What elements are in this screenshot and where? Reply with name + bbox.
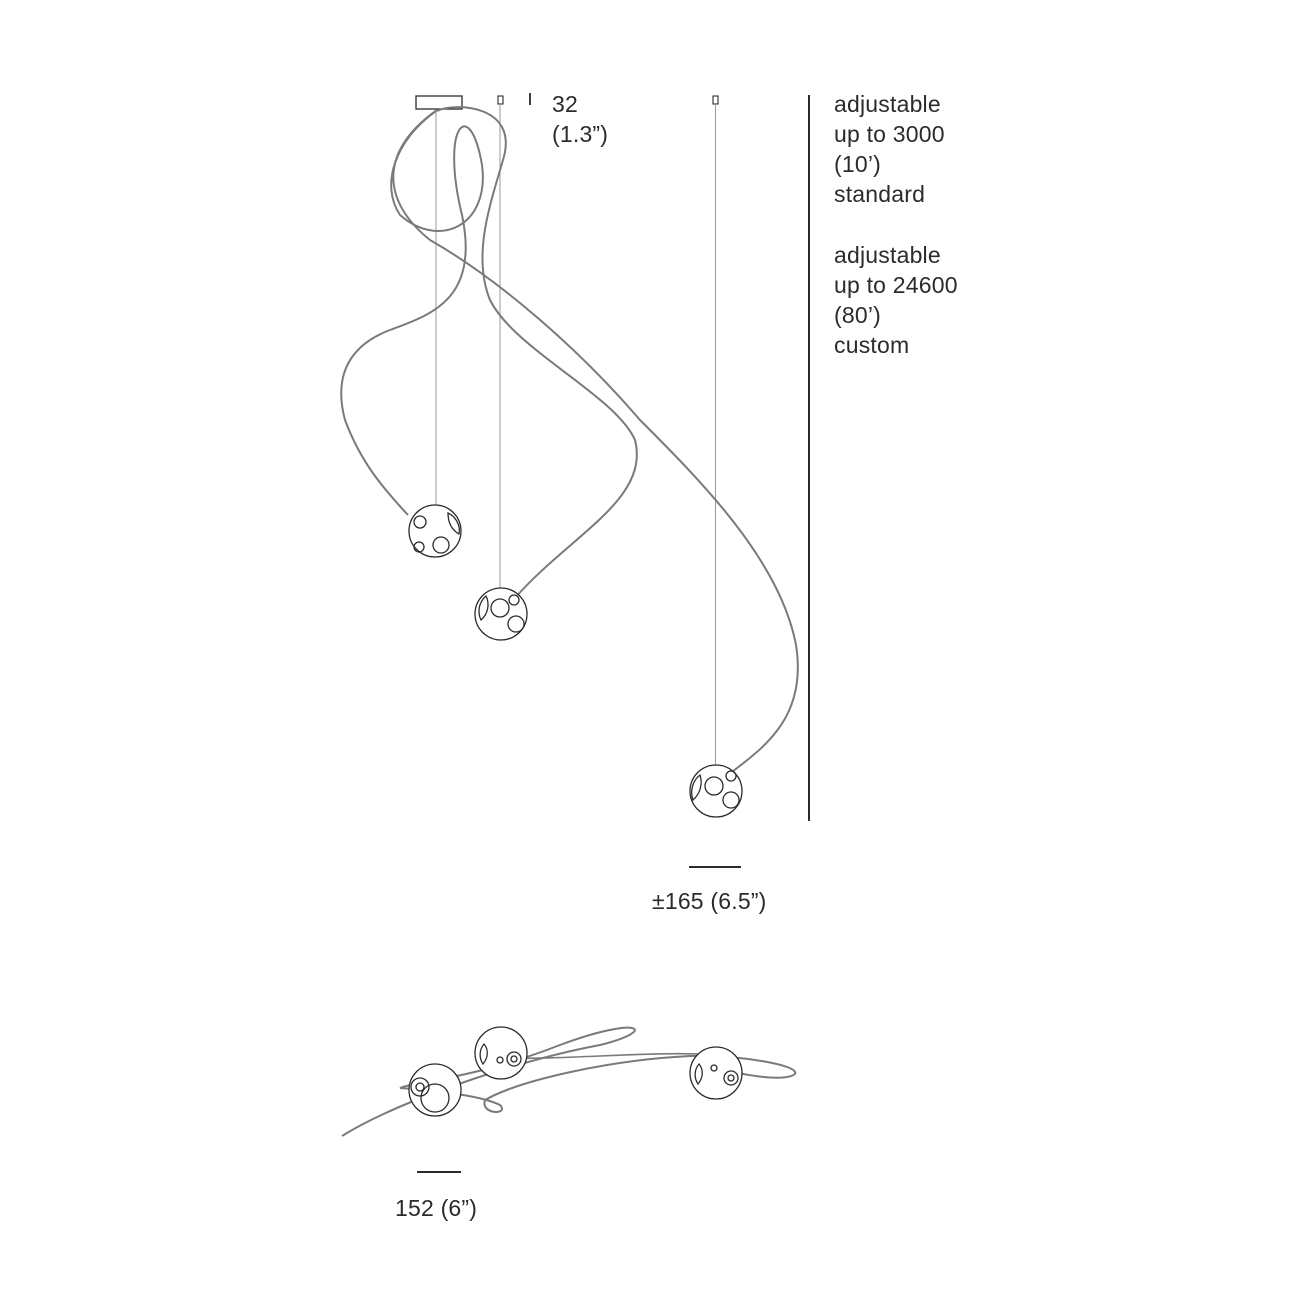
canopy-height-value: 32 (552, 91, 578, 117)
standard-length-line-1: adjustable (834, 91, 941, 117)
custom-length-line-3: (80’) (834, 302, 882, 328)
pendant-globe-1 (408, 504, 462, 558)
plan-globe-1 (408, 1063, 462, 1117)
elevation-view (340, 93, 810, 868)
power-cable-3 (392, 109, 799, 776)
standard-length-line-3: (10’) (834, 151, 882, 177)
ceiling-canopy (415, 95, 463, 110)
ceiling-anchor-3 (712, 95, 719, 105)
plan-view (341, 1026, 797, 1173)
bottom-view-dimension-label: 152 (6”) (395, 1195, 478, 1221)
standard-length-line-4: standard (834, 181, 926, 207)
pendant-globe-3 (689, 764, 743, 818)
plan-globe-2 (474, 1026, 528, 1080)
power-cable-1 (340, 110, 484, 516)
power-cable-2 (436, 106, 638, 599)
pendant-diameter-label: ±165 (6.5”) (652, 888, 767, 914)
custom-length-line-2: up to 24600 (834, 272, 958, 298)
custom-length-label: adjustable up to 24600 (80’) custom (834, 240, 958, 360)
canopy-height-label: 32 (1.3”) (552, 89, 608, 149)
pendant-globe-2 (474, 587, 528, 641)
custom-length-line-4: custom (834, 332, 910, 358)
standard-length-label: adjustable up to 3000 (10’) standard (834, 89, 945, 209)
custom-length-line-1: adjustable (834, 242, 941, 268)
standard-length-line-2: up to 3000 (834, 121, 945, 147)
plan-globe-3 (689, 1046, 743, 1100)
canopy-height-imperial: (1.3”) (552, 121, 609, 147)
ceiling-anchor-2 (497, 95, 504, 105)
